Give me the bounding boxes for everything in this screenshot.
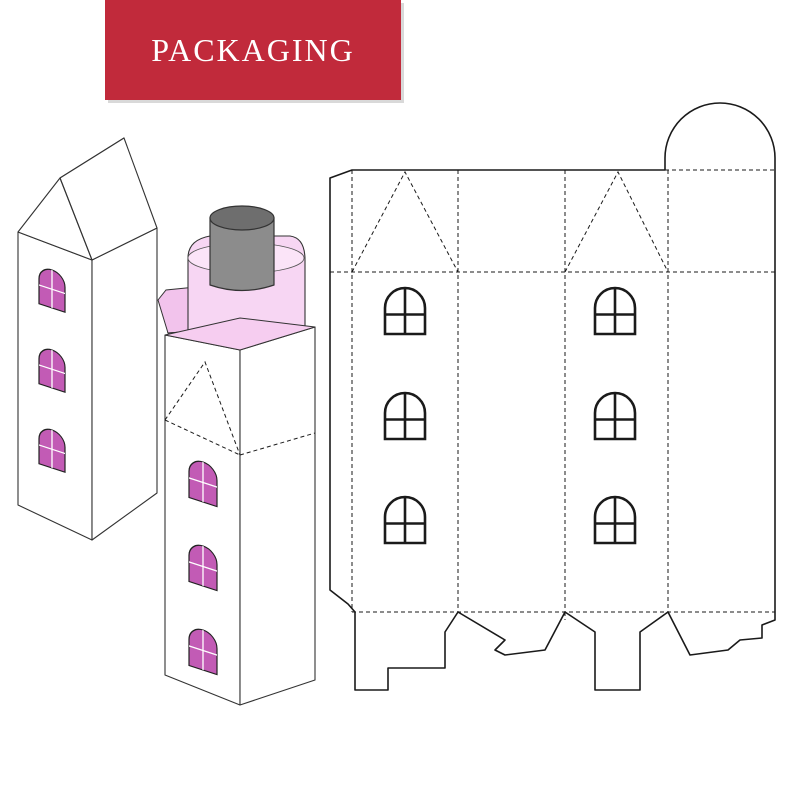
window-icon [383,391,427,441]
closed-house-box [17,137,158,541]
banner-title: PACKAGING [151,31,355,68]
window-icon [593,286,637,336]
window-icon [188,460,218,508]
window-icon [188,544,218,592]
window-icon [383,495,427,545]
packaging-banner: PACKAGING [105,0,401,100]
window-icon [383,286,427,336]
dieline-template-icon [329,102,776,691]
window-icon [38,428,66,474]
window-icon [188,628,218,676]
window-icon [593,391,637,441]
window-icon [38,268,66,314]
window-icon [38,348,66,394]
window-icon [593,495,637,545]
open-box-with-bottle [157,205,316,706]
